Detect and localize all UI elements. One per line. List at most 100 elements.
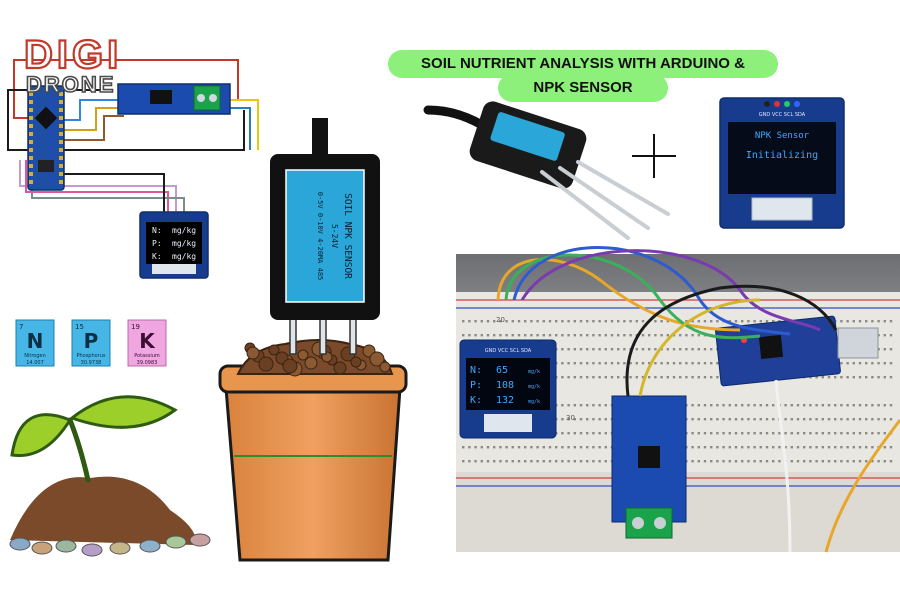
breadboard-hole	[710, 460, 713, 463]
breadboard-hole	[462, 460, 465, 463]
breadboard-hole	[604, 334, 607, 337]
breadboard-hole	[499, 334, 502, 337]
breadboard-hole	[679, 334, 682, 337]
breadboard-hole	[858, 404, 862, 407]
arduino-pin	[59, 140, 63, 144]
breadboard-hole	[734, 418, 738, 421]
breadboard-hole	[883, 376, 886, 379]
pot-illustration: SOIL NPK SENSOR 5-24V 0-5V 0-10V 4-20MA …	[218, 118, 408, 562]
breadboard-hole	[561, 348, 564, 351]
breadboard-hole	[865, 418, 868, 421]
breadboard-hole	[511, 446, 514, 449]
breadboard-hole	[716, 376, 719, 379]
breadboard-hole	[567, 376, 570, 379]
breadboard-hole	[889, 460, 893, 463]
breadboard-hole	[462, 334, 465, 337]
jumper-white	[774, 379, 792, 553]
breadboard-hole	[834, 404, 837, 407]
small-oled-unit-k: mg/kg	[172, 252, 196, 261]
breadboard-hole	[561, 376, 564, 379]
breadboard-hole	[493, 460, 496, 463]
breadboard-hole	[716, 432, 719, 435]
tile-bg-k	[127, 319, 167, 367]
breadboard-hole	[753, 404, 756, 407]
breadboard-hole	[809, 418, 812, 421]
oled-pin	[794, 101, 800, 107]
title-line-1: SOIL NUTRIENT ANALYSIS WITH ARDUINO &	[421, 55, 745, 72]
breadboard-hole	[697, 460, 700, 463]
breadboard-hole	[703, 320, 707, 323]
breadboard-hole	[790, 404, 793, 407]
arduino-pin	[29, 140, 33, 144]
sensor-cable	[312, 118, 328, 158]
breadboard-hole	[617, 362, 620, 365]
arduino-pin	[29, 148, 33, 152]
breadboard-hole	[629, 376, 632, 379]
tile-mass-k: 39.0983	[137, 360, 158, 366]
photo-oled-label-n: N:	[470, 365, 482, 376]
breadboard-hole	[592, 432, 595, 435]
breadboard-hole	[641, 362, 645, 365]
soil-crumbs	[244, 341, 391, 377]
oled-module: GND VCC SCL SDA NPK Sensor Initializing	[719, 97, 845, 229]
seedling-illustration	[9, 395, 211, 557]
breadboard-hole	[747, 460, 750, 463]
breadboard-hole	[871, 460, 874, 463]
breadboard-hole	[710, 404, 713, 407]
breadboard-hole	[573, 404, 576, 407]
breadboard-hole	[579, 460, 583, 463]
breadboard-hole	[666, 320, 669, 323]
bb-row-label-30: 30	[566, 414, 575, 422]
oled-line-2: Initializing	[746, 150, 818, 161]
jumper-yellow	[638, 298, 761, 397]
title-pill-2	[498, 74, 668, 102]
breadboard-hole	[685, 376, 688, 379]
breadboard-hole	[871, 376, 874, 379]
probe-prong-2	[558, 166, 650, 230]
breadboard-hole	[747, 320, 750, 323]
breadboard-hole	[883, 320, 886, 323]
npk-sensor-probe	[423, 101, 670, 240]
small-oled-unit-p: mg/kg	[172, 239, 196, 248]
photo-oled-ribbon	[484, 414, 532, 432]
breadboard-hole	[499, 446, 502, 449]
breadboard-hole	[710, 446, 713, 449]
breadboard-hole	[586, 446, 589, 449]
breadboard-hole	[871, 418, 874, 421]
breadboard-hole	[468, 320, 471, 323]
breadboard-hole	[790, 432, 793, 435]
breadboard-hole	[772, 320, 775, 323]
breadboard-hole	[567, 362, 570, 365]
breadboard-hole	[889, 404, 893, 407]
breadboard-hole	[741, 446, 744, 449]
breadboard-hole	[524, 446, 527, 449]
jumper-orange	[496, 258, 741, 332]
soil-crumb	[333, 361, 347, 375]
breadboard-hole	[691, 334, 694, 337]
breadboard-hole	[604, 362, 607, 365]
breadboard-hole	[542, 320, 545, 323]
pebble	[81, 543, 103, 557]
breadboard-hole	[468, 446, 471, 449]
breadboard-hole	[858, 362, 862, 365]
arduino-pin	[29, 180, 33, 184]
breadboard-hole	[555, 446, 558, 449]
breadboard-hole	[480, 446, 483, 449]
breadboard-hole	[865, 446, 868, 449]
breadboard-hole	[617, 348, 620, 351]
arduino-pin	[29, 132, 33, 136]
breadboard-hole	[778, 460, 781, 463]
breadboard-hole	[784, 446, 787, 449]
breadboard-hole	[517, 460, 521, 463]
breadboard-hole	[852, 362, 855, 365]
breadboard-hole	[648, 362, 651, 365]
breadboard-hole	[716, 320, 719, 323]
breadboard-hole	[648, 348, 651, 351]
breadboard-hole	[635, 320, 638, 323]
breadboard-hole	[660, 334, 663, 337]
breadboard-hole	[809, 404, 812, 407]
breadboard-hole	[858, 320, 862, 323]
breadboard-hole	[468, 460, 471, 463]
terminal-screw-2	[209, 94, 217, 102]
breadboard-hole	[846, 446, 849, 449]
